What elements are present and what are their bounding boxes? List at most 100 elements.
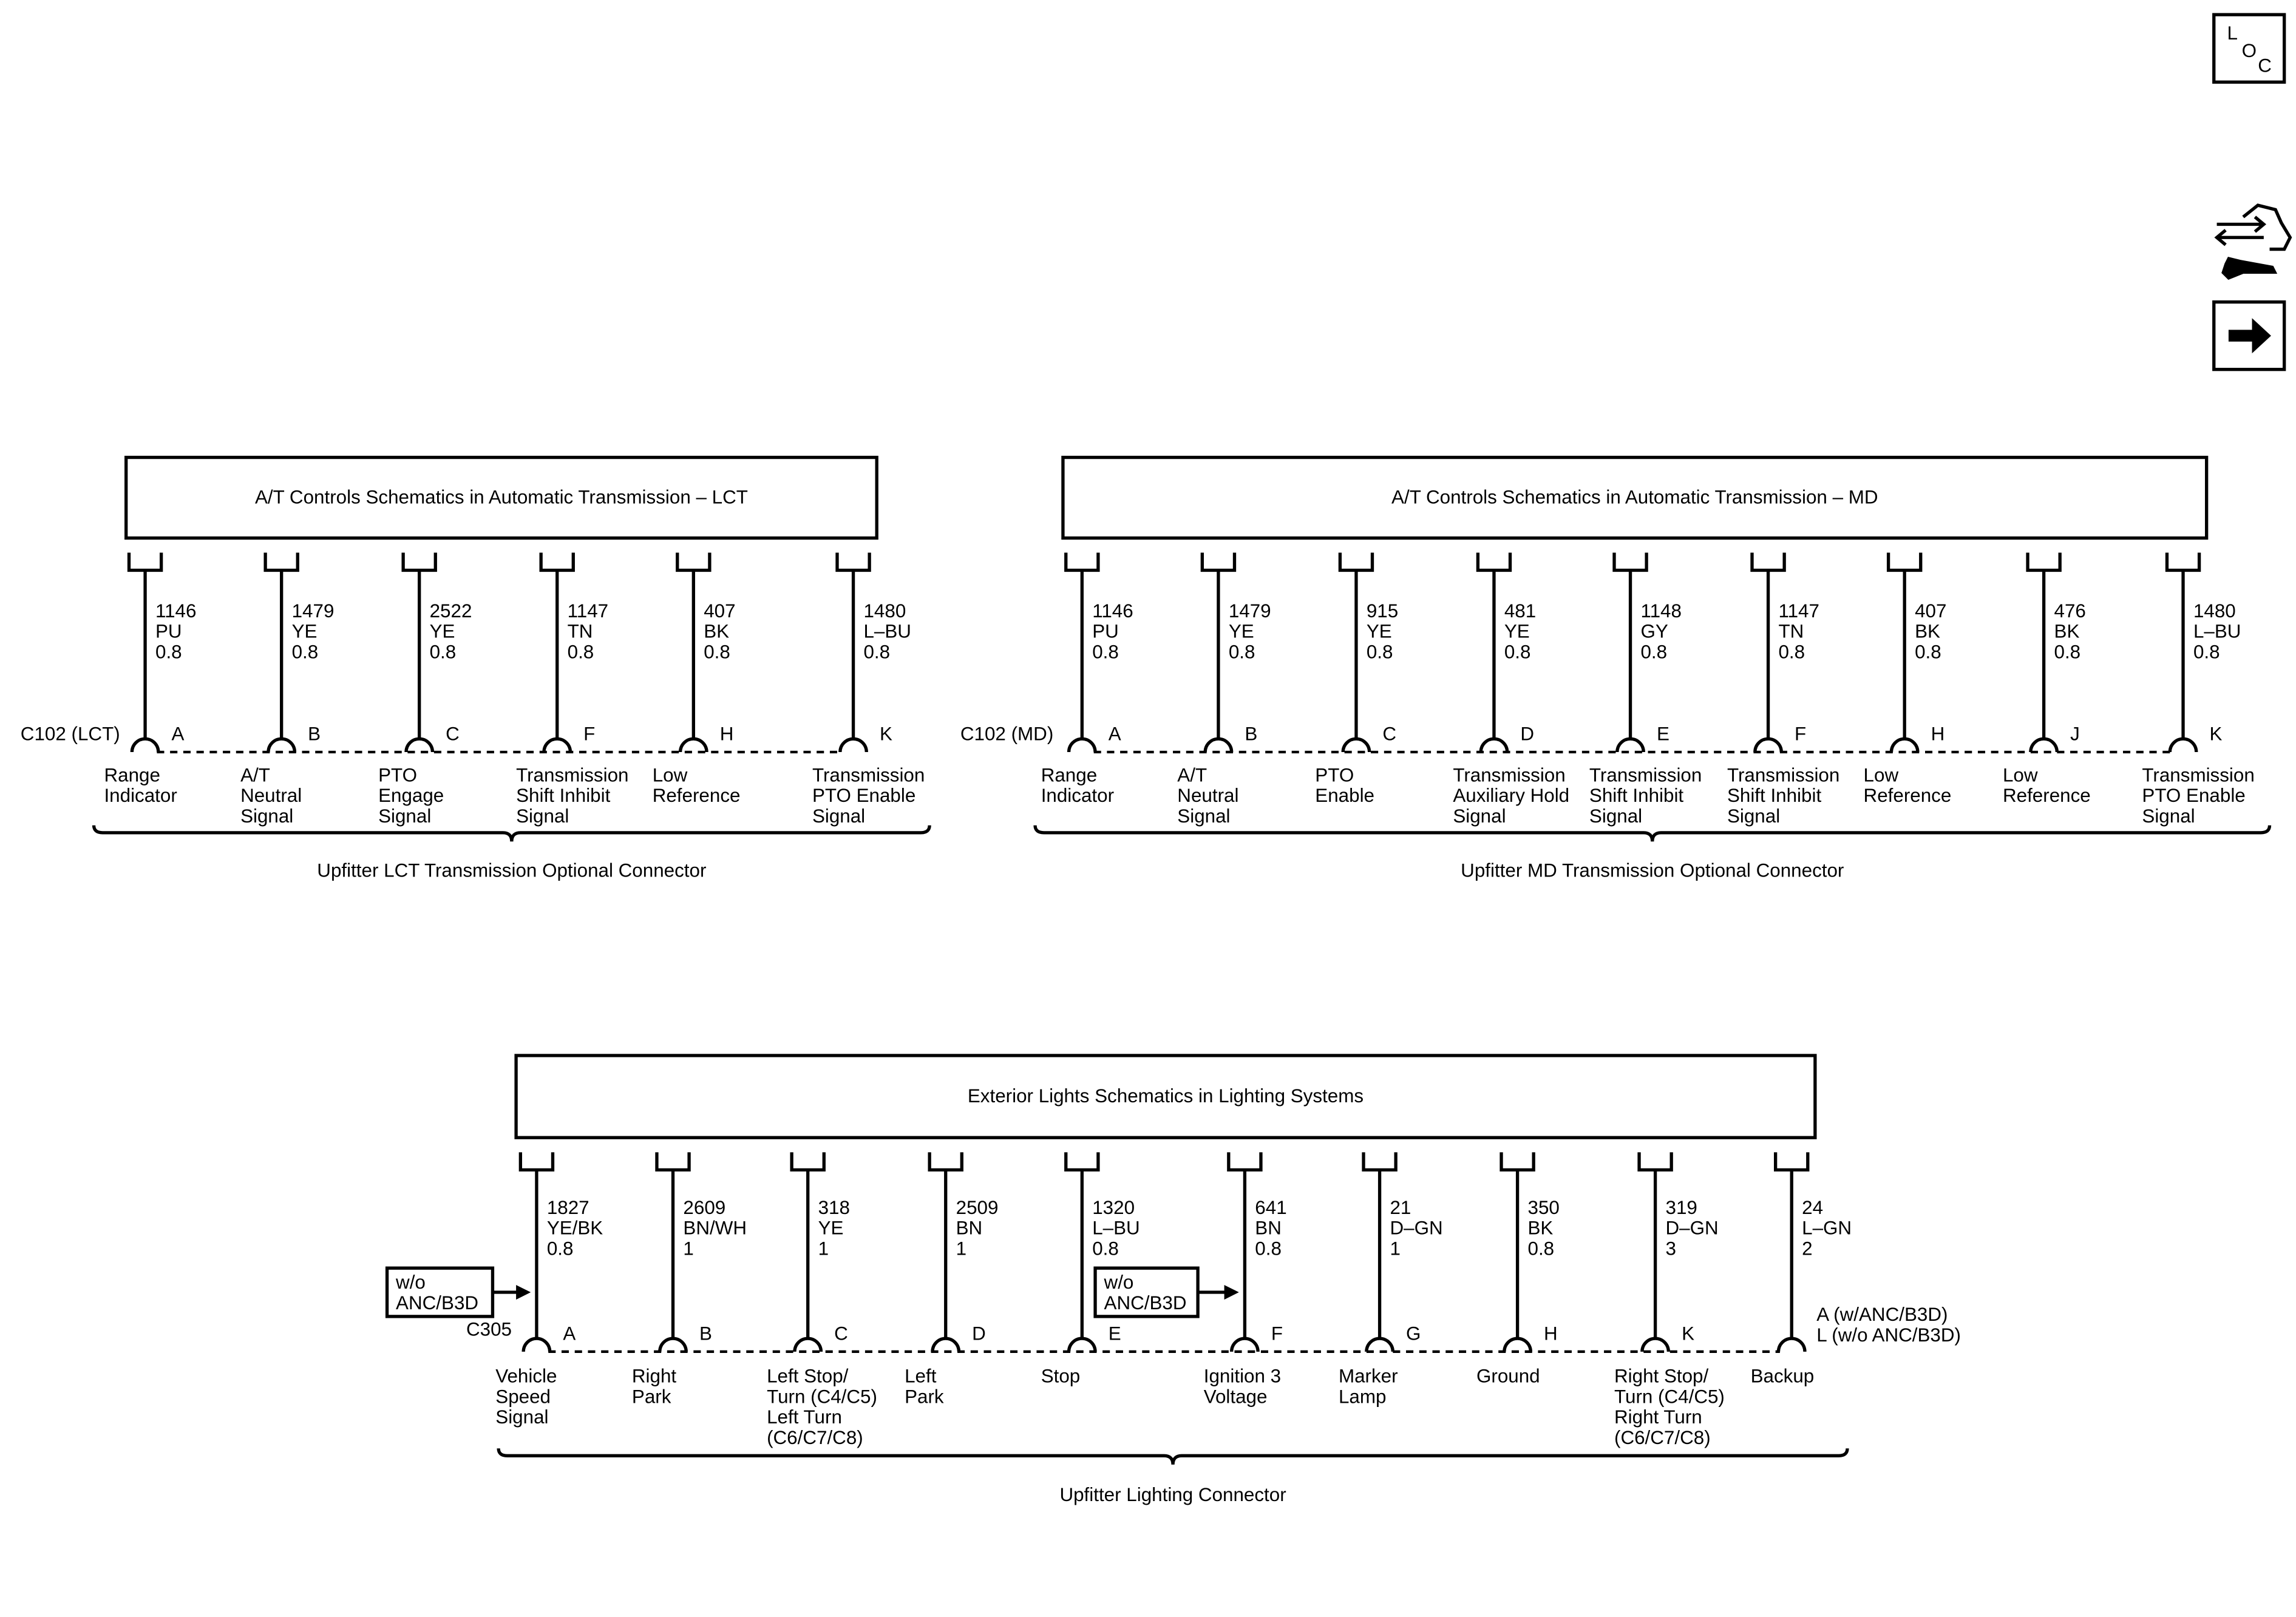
pin-label: Backup <box>1751 1366 1815 1387</box>
pin-cavity <box>1889 737 1920 753</box>
pin-label: Marker <box>1339 1366 1398 1387</box>
connector-id: C102 (LCT) <box>21 724 120 745</box>
wire-color: YE <box>1229 621 1254 642</box>
terminal-bracket <box>1637 1152 1673 1172</box>
pin-letter: C <box>446 724 460 745</box>
wire-size: 1 <box>1390 1238 1400 1259</box>
wire-size: 0.8 <box>704 641 730 662</box>
schematic-link-box[interactable]: Exterior Lights Schematics in Lighting S… <box>514 1054 1817 1139</box>
circuit-number: 407 <box>704 600 735 622</box>
terminal-bracket <box>127 552 163 572</box>
pin-label: Turn (C4/C5) <box>767 1386 877 1407</box>
wire-color: YE <box>292 621 318 642</box>
pin-letter: C <box>834 1323 848 1344</box>
wire-color: TN <box>568 621 593 642</box>
wire-size: 2 <box>1802 1238 1812 1259</box>
schematic-link-box[interactable]: A/T Controls Schematics in Automatic Tra… <box>1061 455 2209 540</box>
wire-size: 0.8 <box>1367 641 1393 662</box>
wire-color: GY <box>1640 621 1668 642</box>
pin-label: Signal <box>378 805 431 827</box>
pin-label: Transmission <box>516 764 628 785</box>
connector-caption: Upfitter LCT Transmission Optional Conne… <box>317 859 706 881</box>
pin-label: Stop <box>1041 1366 1081 1387</box>
terminal-bracket <box>676 552 712 572</box>
pin-cavity <box>1479 737 1509 753</box>
next-page-button[interactable] <box>2212 300 2286 371</box>
terminal-bracket <box>1064 552 1100 572</box>
wire-size: 1 <box>818 1238 829 1259</box>
terminal-bracket <box>1064 1152 1100 1172</box>
wire-color: BK <box>1915 621 1940 642</box>
circuit-number: 1827 <box>547 1197 589 1218</box>
pin-cavity <box>1503 1337 1532 1352</box>
pin-label: Signal <box>1453 805 1506 827</box>
circuit-number: 1479 <box>292 600 335 622</box>
connector-id: C305 <box>466 1318 512 1340</box>
pin-label: Transmission <box>2142 764 2254 785</box>
pin-label: Indicator <box>1041 785 1114 806</box>
pin-label: Signal <box>812 805 865 827</box>
pin-label: Signal <box>495 1406 548 1428</box>
schematic-title: A/T Controls Schematics in Automatic Tra… <box>1391 487 1878 508</box>
circuit-number: 2509 <box>956 1197 999 1218</box>
pin-letter: B <box>1245 724 1257 745</box>
pin-cavity <box>130 737 160 753</box>
pin-label: Shift Inhibit <box>516 785 610 806</box>
pin-letter: B <box>699 1323 712 1344</box>
terminal-bracket <box>1227 1152 1263 1172</box>
wire-size: 0.8 <box>1778 641 1805 662</box>
pin-label: A/T <box>240 764 270 785</box>
pin-label: Speed <box>495 1386 551 1407</box>
wire-color: YE <box>1367 621 1392 642</box>
pin-cavity <box>542 737 572 753</box>
loc-icon[interactable]: L O C <box>2212 13 2286 84</box>
wire-size: 0.8 <box>1528 1238 1555 1259</box>
wire-color: L–GN <box>1802 1218 1852 1239</box>
schematic-title: Exterior Lights Schematics in Lighting S… <box>968 1085 1364 1107</box>
wire-size: 0.8 <box>155 641 182 662</box>
schematic-link-box[interactable]: A/T Controls Schematics in Automatic Tra… <box>124 455 878 540</box>
pin-cavity <box>1230 1337 1260 1352</box>
pin-label: Low <box>1864 764 1899 785</box>
pin-label: Low <box>2003 764 2038 785</box>
pin-letter: A <box>172 724 185 745</box>
note-arrowhead <box>516 1284 531 1300</box>
wrench-arrow-icon[interactable] <box>2214 203 2292 280</box>
pin-label: Transmission <box>1589 764 1702 785</box>
pin-label: Range <box>1041 764 1097 785</box>
wire-color: D–GN <box>1390 1218 1442 1239</box>
terminal-bracket <box>1200 552 1237 572</box>
wire-size: 0.8 <box>863 641 890 662</box>
pin-cavity <box>1067 737 1097 753</box>
wire-color: BK <box>704 621 729 642</box>
wire-size: 0.8 <box>547 1238 574 1259</box>
wire-size: 0.8 <box>1092 641 1119 662</box>
